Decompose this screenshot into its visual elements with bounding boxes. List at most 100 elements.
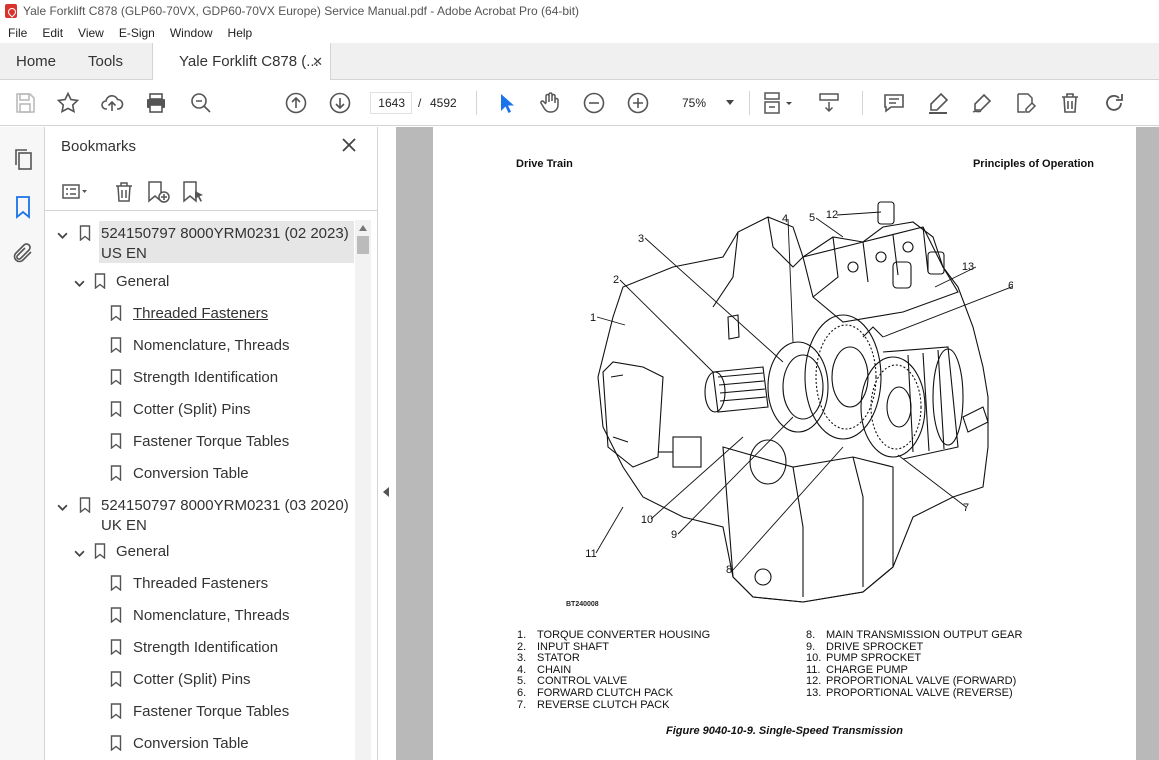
zoom-search-icon[interactable] — [189, 91, 213, 115]
bookmark-item[interactable]: Nomenclature, Threads — [45, 603, 355, 635]
close-icon[interactable] — [340, 136, 358, 154]
menu-help[interactable]: Help — [227, 25, 253, 40]
select-cursor-icon[interactable] — [494, 91, 518, 115]
bookmark-item[interactable]: Fastener Torque Tables — [45, 429, 355, 461]
edit-text-icon[interactable] — [1014, 91, 1038, 115]
highlight-pen-icon[interactable] — [926, 91, 950, 115]
bookmarks-panel-icon[interactable] — [11, 195, 35, 219]
collapse-panel-arrow-icon[interactable] — [383, 487, 389, 497]
figure-caption: Figure 9040-10-9. Single-Speed Transmiss… — [666, 725, 903, 737]
bookmark-item[interactable]: General — [45, 539, 355, 571]
attachments-paperclip-icon[interactable] — [11, 241, 35, 265]
comment-icon[interactable] — [882, 91, 906, 115]
legend-entry: 12.PROPORTIONAL VALVE (FORWARD) — [806, 676, 1022, 688]
bookmark-item[interactable]: Cotter (Split) Pins — [45, 667, 355, 699]
scroll-up-arrow-icon[interactable] — [359, 225, 367, 231]
bookmarks-scrollbar[interactable] — [355, 220, 371, 760]
bookmark-from-structure-icon[interactable] — [180, 179, 206, 205]
legend-text: FORWARD CLUTCH PACK — [537, 686, 674, 699]
page-fit-icon[interactable] — [761, 91, 785, 115]
callout-7: 7 — [963, 502, 969, 514]
legend-number: 8. — [806, 629, 816, 641]
chevron-down-icon[interactable] — [57, 227, 68, 239]
callout-3: 3 — [638, 233, 644, 245]
bookmark-flag-icon — [94, 543, 106, 560]
menu-esign[interactable]: E-Sign — [118, 25, 155, 40]
legend-entry: 3.STATOR — [517, 653, 710, 665]
menu-view[interactable]: View — [78, 25, 104, 40]
new-bookmark-icon[interactable] — [145, 179, 171, 205]
bookmark-flag-icon — [110, 575, 122, 592]
bookmark-item[interactable]: 524150797 8000YRM0231 (02 2023)US EN — [57, 221, 354, 263]
panel-splitter[interactable] — [378, 127, 396, 760]
bookmarks-tree: 524150797 8000YRM0231 (02 2023)US EN Gene… — [45, 215, 355, 760]
bookmark-flag-icon — [110, 305, 122, 322]
bookmark-item[interactable]: Cotter (Split) Pins — [45, 397, 355, 429]
page-separator: / — [418, 96, 422, 110]
page-thumbnails-icon[interactable] — [11, 148, 35, 172]
callout-11: 11 — [585, 548, 596, 560]
bookmark-item[interactable]: Fastener Torque Tables — [45, 699, 355, 731]
bookmark-flag-icon — [110, 671, 122, 688]
tab-tools[interactable]: Tools — [88, 53, 124, 70]
delete-bookmark-icon[interactable] — [111, 179, 137, 205]
bookmark-star-icon[interactable] — [56, 91, 80, 115]
zoom-in-icon[interactable] — [626, 91, 650, 115]
chevron-down-icon[interactable] — [74, 545, 85, 557]
bookmark-item[interactable]: 524150797 8000YRM0231 (03 2020)UK EN — [45, 493, 355, 535]
legend-number: 10. — [806, 652, 822, 665]
menu-file[interactable]: File — [8, 25, 28, 40]
draw-pen-icon[interactable] — [970, 91, 994, 115]
bookmark-label: Fastener Torque Tables — [133, 433, 290, 450]
bookmark-item[interactable]: Threaded Fasteners — [45, 301, 355, 333]
chevron-down-icon[interactable] — [57, 499, 68, 511]
bookmark-label: 524150797 8000YRM0231 (02 2023) — [101, 225, 349, 242]
bookmark-item[interactable]: Strength Identification — [45, 365, 355, 397]
scroll-mode-icon[interactable] — [817, 91, 841, 115]
bookmark-options-icon[interactable] — [61, 179, 87, 205]
bookmark-flag-icon — [110, 433, 122, 450]
chevron-down-icon[interactable] — [784, 96, 794, 106]
hand-tool-icon[interactable] — [538, 91, 562, 115]
bookmark-item[interactable]: Threaded Fasteners — [45, 571, 355, 603]
tab-document-label: Yale Forklift C878 (... — [179, 53, 319, 70]
tab-home[interactable]: Home — [16, 53, 57, 70]
tab-document[interactable]: Yale Forklift C878 (... ✕ — [152, 43, 331, 80]
print-icon[interactable] — [144, 91, 168, 115]
page-number-input[interactable]: 1643 — [370, 92, 412, 114]
legend-number: 3. — [517, 652, 527, 665]
toolbar-divider — [862, 91, 863, 115]
chevron-down-icon[interactable] — [74, 275, 85, 287]
close-tab-icon[interactable]: ✕ — [312, 54, 323, 69]
save-icon[interactable] — [13, 91, 37, 115]
menu-edit[interactable]: Edit — [42, 25, 64, 40]
delete-trash-icon[interactable] — [1058, 91, 1082, 115]
cloud-upload-icon[interactable] — [100, 91, 124, 115]
bookmark-label: Conversion Table — [133, 465, 249, 482]
bookmark-item[interactable]: Nomenclature, Threads — [45, 333, 355, 365]
bookmark-item[interactable]: Strength Identification — [45, 635, 355, 667]
bookmark-label: Nomenclature, Threads — [133, 337, 290, 354]
bookmark-label: Nomenclature, Threads — [133, 607, 290, 624]
menu-window[interactable]: Window — [169, 25, 213, 40]
scrollbar-thumb[interactable] — [357, 236, 369, 254]
left-navigation-rail — [0, 127, 45, 760]
zoom-dropdown[interactable]: 75% — [668, 92, 742, 114]
bookmark-item[interactable]: Conversion Table — [45, 731, 355, 760]
page-header-right: Principles of Operation — [972, 158, 1094, 170]
legend-number: 9. — [806, 640, 816, 653]
bookmark-label: Conversion Table — [133, 735, 249, 752]
callout-10: 10 — [641, 514, 653, 526]
bookmark-item[interactable]: General — [45, 269, 355, 301]
bookmark-item[interactable]: Conversion Table — [45, 461, 355, 493]
legend-entry: 7.REVERSE CLUTCH PACK — [517, 699, 710, 712]
redo-icon[interactable] — [1102, 91, 1126, 115]
bookmark-label: General — [116, 273, 170, 290]
legend-text: CONTROL VALVE — [537, 675, 628, 688]
legend-text: PROPORTIONAL VALVE (REVERSE) — [826, 686, 1013, 699]
zoom-out-icon[interactable] — [582, 91, 606, 115]
legend-entry: 9.DRIVE SPROCKET — [806, 640, 1022, 654]
window-title: Yale Forklift C878 (GLP60-70VX, GDP60-70… — [23, 4, 580, 18]
next-page-icon[interactable] — [328, 91, 352, 115]
previous-page-icon[interactable] — [284, 91, 308, 115]
